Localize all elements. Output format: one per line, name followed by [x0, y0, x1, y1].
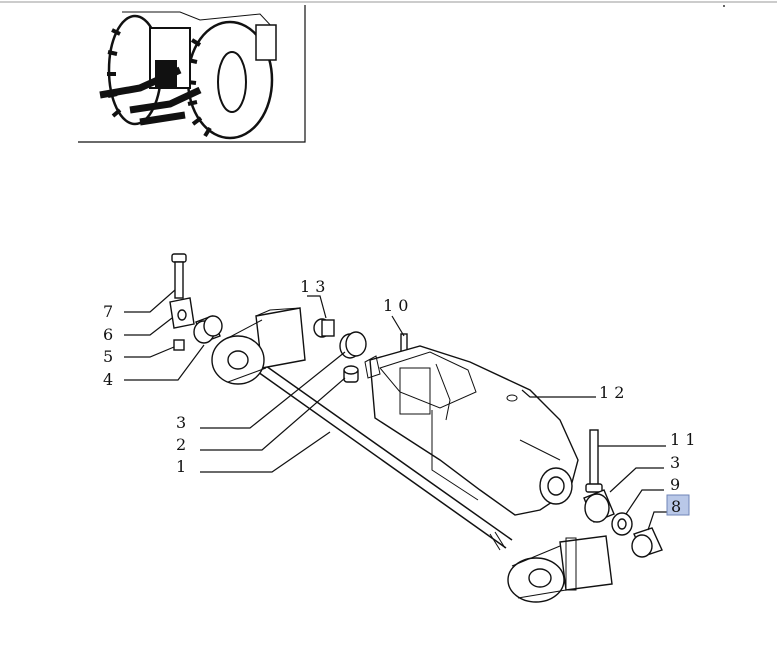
leader-lines — [124, 289, 668, 531]
page-dot — [723, 5, 725, 7]
fitting-13 — [313, 318, 335, 338]
callout-labels: 7 6 5 4 1 3 1 0 1 2 3 2 1 1 1 3 9 8 — [103, 277, 695, 516]
nut-5 — [173, 339, 185, 351]
bush-3-upper — [339, 331, 367, 359]
callout-11[interactable]: 1 1 — [670, 430, 695, 449]
callout-9[interactable]: 9 — [670, 475, 680, 494]
bolt-7 — [171, 253, 187, 299]
upper-clevis — [211, 307, 306, 385]
callout-10[interactable]: 1 0 — [383, 296, 408, 315]
callout-7[interactable]: 7 — [103, 302, 113, 321]
lower-clevis — [507, 535, 613, 603]
tractor-thumbnail — [78, 5, 306, 143]
callout-2[interactable]: 2 — [176, 435, 186, 454]
bush-3-lower — [583, 489, 615, 523]
bushing-8 — [631, 527, 663, 558]
callout-3-upper[interactable]: 3 — [176, 413, 186, 432]
sleeve-4 — [193, 315, 223, 344]
callout-8[interactable]: 8 — [671, 497, 681, 516]
bushing-6 — [169, 297, 195, 329]
support-bracket-12 — [364, 345, 579, 516]
callout-4[interactable]: 4 — [103, 370, 113, 389]
callout-3-lower[interactable]: 3 — [670, 453, 680, 472]
callout-6[interactable]: 6 — [103, 325, 113, 344]
callout-8-highlight — [666, 494, 690, 516]
callout-13[interactable]: 1 3 — [300, 277, 325, 296]
washer-9 — [611, 512, 633, 536]
callout-1[interactable]: 1 — [176, 457, 186, 476]
callout-12[interactable]: 1 2 — [599, 383, 624, 402]
callout-5[interactable]: 5 — [103, 347, 113, 366]
pin-2 — [343, 365, 359, 383]
bolt-11 — [585, 429, 603, 493]
